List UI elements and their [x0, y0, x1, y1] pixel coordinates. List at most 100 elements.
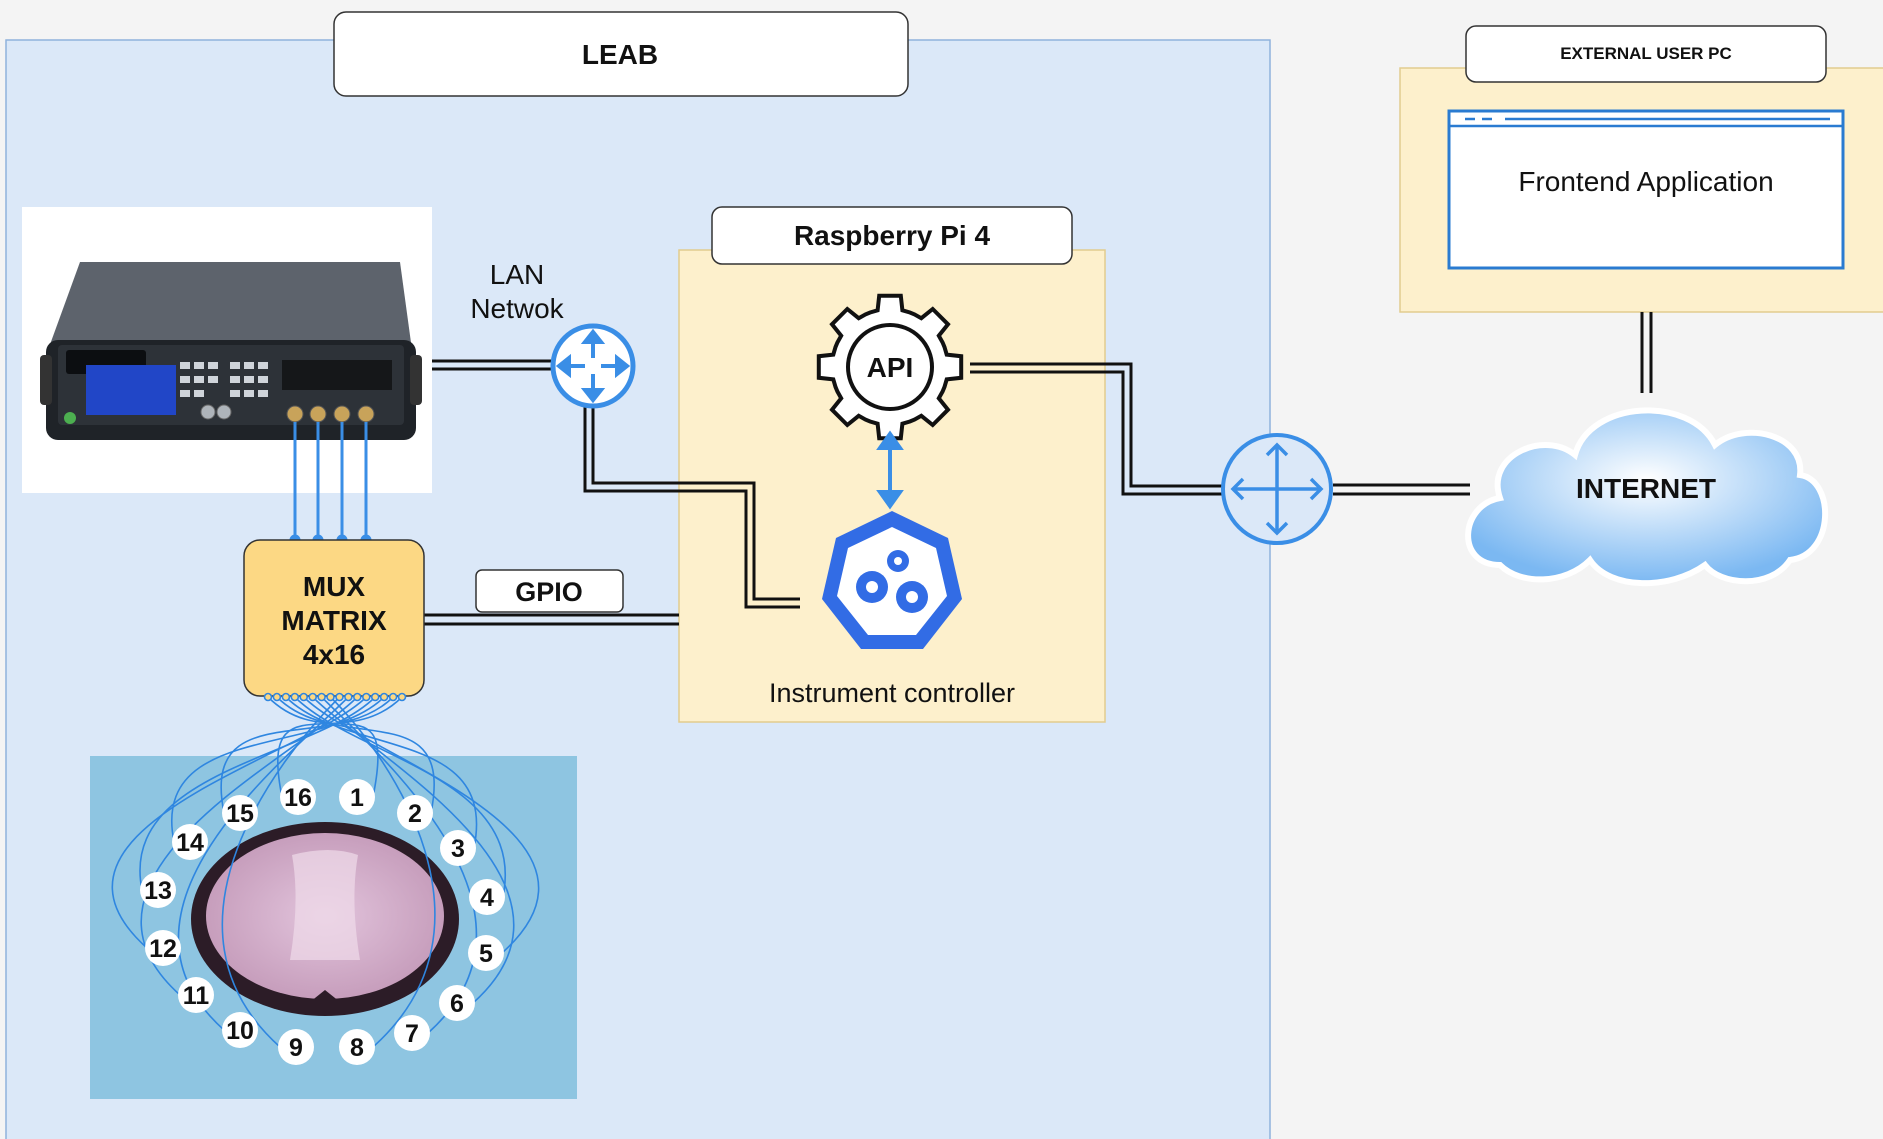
mux-connector-pin [335, 692, 344, 702]
electrode-number: 10 [226, 1017, 254, 1045]
electrode-badge-circle [222, 1012, 258, 1048]
gpio-label: GPIO [515, 577, 583, 607]
electrode-badge-circle [172, 824, 208, 860]
internet-router-icon [1221, 433, 1333, 545]
electrode-badge-9: 9 [278, 1029, 314, 1065]
electrode-number: 12 [149, 935, 177, 963]
electrode-wire-2 [276, 696, 435, 814]
electrode-badge-12: 12 [145, 930, 181, 966]
internet-label: INTERNET [1576, 473, 1716, 504]
api-controller-arrow [876, 430, 904, 510]
mux-connector-pin [299, 692, 309, 702]
electrode-badge-14: 14 [172, 824, 208, 860]
mux-connector-pin [326, 692, 335, 702]
electrode-wire-16 [277, 696, 403, 798]
leab-title: LEAB [582, 39, 658, 70]
api-gear-icon: API [816, 293, 964, 441]
mux-connector-pin [379, 692, 389, 702]
electrode-badge-circle [222, 795, 258, 831]
electrode-number: 15 [226, 800, 254, 828]
raspberry-pi-title: Raspberry Pi 4 [794, 220, 991, 251]
lan-label-line2: Netwok [470, 293, 564, 324]
electrode-wire-6 [312, 696, 515, 1004]
mux-connector-pin [281, 692, 291, 702]
mux-connector-pin [263, 692, 273, 702]
electrode-number: 13 [144, 877, 172, 905]
electrode-number: 9 [289, 1034, 303, 1062]
electrode-number: 7 [405, 1020, 419, 1048]
meter-to-mux-cables [289, 422, 372, 546]
mux-label-line2: MATRIX [281, 605, 387, 636]
electrode-badge-circle [469, 879, 505, 915]
thorax-electrode-image [90, 756, 577, 1099]
electrode-badge-circle [440, 830, 476, 866]
lan-label-line1: LAN [490, 259, 544, 290]
mux-label-line3: 4x16 [303, 639, 365, 670]
internet-cloud-icon: INTERNET [1465, 407, 1829, 587]
electrode-badge-11: 11 [178, 977, 214, 1013]
electrode-wire-13 [139, 696, 376, 891]
mux-connector-pin [352, 692, 362, 702]
electrode-number: 4 [480, 884, 494, 912]
lcr-meter-image [22, 207, 432, 493]
electrode-badge-circle [145, 930, 181, 966]
instrument-controller-icon [822, 511, 962, 649]
electrode-badge-4: 4 [469, 879, 505, 915]
electrode-number: 11 [183, 982, 210, 1010]
external-pc-title: EXTERNAL USER PC [1560, 44, 1732, 63]
electrode-number: 8 [350, 1034, 364, 1062]
electrode-badge-10: 10 [222, 1012, 258, 1048]
mux-connector-pin [370, 692, 380, 702]
raspberry-pi-title-box: Raspberry Pi 4 [711, 206, 1073, 265]
electrode-badge-7: 7 [394, 1015, 430, 1051]
electrode-badge-circle [394, 1015, 430, 1051]
electrode-badge-13: 13 [140, 872, 176, 908]
electrode-badge-15: 15 [222, 795, 258, 831]
electrode-number: 14 [176, 829, 204, 857]
electrode-badge-1: 1 [339, 779, 375, 815]
electrode-badge-circle [140, 872, 176, 908]
electrode-number: 6 [450, 990, 464, 1018]
electrode-number: 3 [451, 835, 465, 863]
instrument-controller-label: Instrument controller [769, 678, 1015, 708]
electrode-number: 1 [350, 784, 364, 812]
frontend-window: Frontend Application [1447, 109, 1845, 270]
electrode-badge-5: 5 [468, 935, 504, 971]
electrode-badge-2: 2 [397, 795, 433, 831]
mux-label-line1: MUX [303, 571, 366, 602]
external-pc-title-box: EXTERNAL USER PC [1465, 25, 1827, 83]
lan-router-icon [550, 323, 636, 409]
leab-title-box: LEAB [333, 11, 909, 97]
electrode-badge-circle [339, 779, 375, 815]
electrode-badge-16: 16 [280, 779, 316, 815]
mux-connector-pin [388, 692, 398, 702]
electrode-badge-circle [397, 795, 433, 831]
electrode-badge-3: 3 [440, 830, 476, 866]
electrode-badge-circle [439, 985, 475, 1021]
electrode-badge-circle [339, 1029, 375, 1065]
mux-connector-pin [308, 692, 318, 702]
connection-lines [424, 312, 1653, 626]
mux-connector-pin [290, 692, 300, 702]
electrode-number: 2 [408, 800, 422, 828]
frontend-app-label: Frontend Application [1518, 166, 1773, 197]
gpio-label-box: GPIO [475, 569, 624, 613]
mux-connector-pin [361, 692, 371, 702]
mux-connector-pin [272, 692, 282, 702]
electrode-badge-circle [468, 935, 504, 971]
electrode-badge-circle [178, 977, 214, 1013]
electrode-number: 5 [479, 940, 493, 968]
mux-connector-pin [397, 692, 407, 702]
electrode-wire-1 [267, 696, 379, 798]
mux-connector-pin [317, 692, 326, 702]
electrode-badge-6: 6 [439, 985, 475, 1021]
mux-matrix-box: MUX MATRIX 4x16 [243, 539, 425, 697]
electrode-wire-14 [171, 696, 385, 843]
electrode-badge-8: 8 [339, 1029, 375, 1065]
electrode-badge-circle [280, 779, 316, 815]
electrode-badge-circle [278, 1029, 314, 1065]
electrode-wire-15 [220, 696, 394, 814]
electrode-number: 16 [284, 784, 312, 812]
